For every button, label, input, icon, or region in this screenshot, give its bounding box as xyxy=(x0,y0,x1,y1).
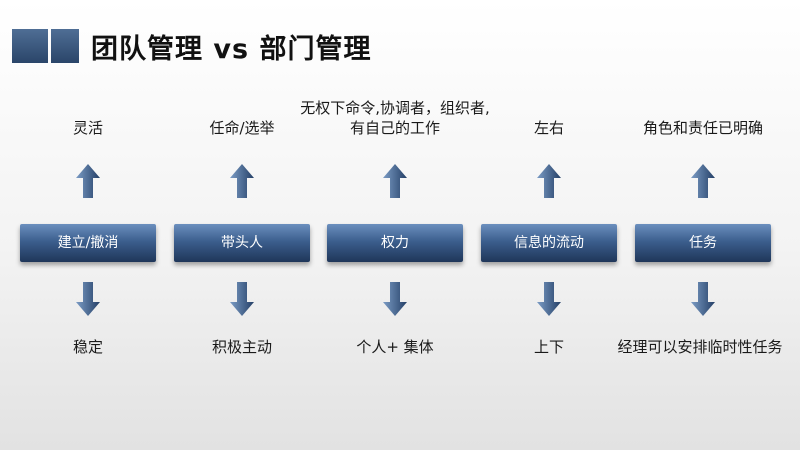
top-label: 角色和责任已明确 xyxy=(642,119,763,137)
arrow-down-icon xyxy=(383,282,407,316)
bottom-label: 积极主动 xyxy=(211,338,272,356)
category-box: 带头人 xyxy=(174,224,310,262)
top-label-line-1: 无权下命令,协调者，组织者, xyxy=(300,99,490,117)
category-box: 信息的流动 xyxy=(481,224,617,262)
category-box: 建立/撤消 xyxy=(20,224,156,262)
bottom-label: 经理可以安排临时性任务 xyxy=(617,338,783,356)
arrow-up-icon xyxy=(230,164,254,198)
top-label: 左右 xyxy=(533,119,564,137)
arrow-down-icon xyxy=(537,282,561,316)
slide-title-bar: 团队管理 vs 部门管理 xyxy=(12,28,372,65)
title-decoration-square-small xyxy=(51,29,79,63)
column-task: 角色和责任已明确 任务 经理可以安排临时性任务 xyxy=(617,0,782,450)
bottom-label: 上下 xyxy=(533,338,564,356)
category-box: 权力 xyxy=(327,224,463,262)
arrow-down-icon xyxy=(691,282,715,316)
top-label: 灵活 xyxy=(72,119,103,137)
bottom-label: 稳定 xyxy=(72,338,103,356)
column-power: 无权下命令,协调者，组织者, 有自己的工作 权力 个人+ 集体 xyxy=(300,0,490,450)
arrow-down-icon xyxy=(230,282,254,316)
slide-title: 团队管理 vs 部门管理 xyxy=(91,33,372,65)
category-box: 任务 xyxy=(635,224,771,262)
column-formation: 灵活 建立/撤消 稳定 xyxy=(20,0,156,450)
arrow-up-icon xyxy=(383,164,407,198)
arrow-up-icon xyxy=(537,164,561,198)
title-decoration-square xyxy=(12,29,48,63)
arrow-up-icon xyxy=(691,164,715,198)
arrow-up-icon xyxy=(76,164,100,198)
bottom-label: 个人+ 集体 xyxy=(356,338,434,356)
arrow-down-icon xyxy=(76,282,100,316)
top-label: 任命/选举 xyxy=(209,119,275,137)
column-leader: 任命/选举 带头人 积极主动 xyxy=(174,0,310,450)
column-information-flow: 左右 信息的流动 上下 xyxy=(481,0,617,450)
top-label-line-2: 有自己的工作 xyxy=(349,119,440,137)
